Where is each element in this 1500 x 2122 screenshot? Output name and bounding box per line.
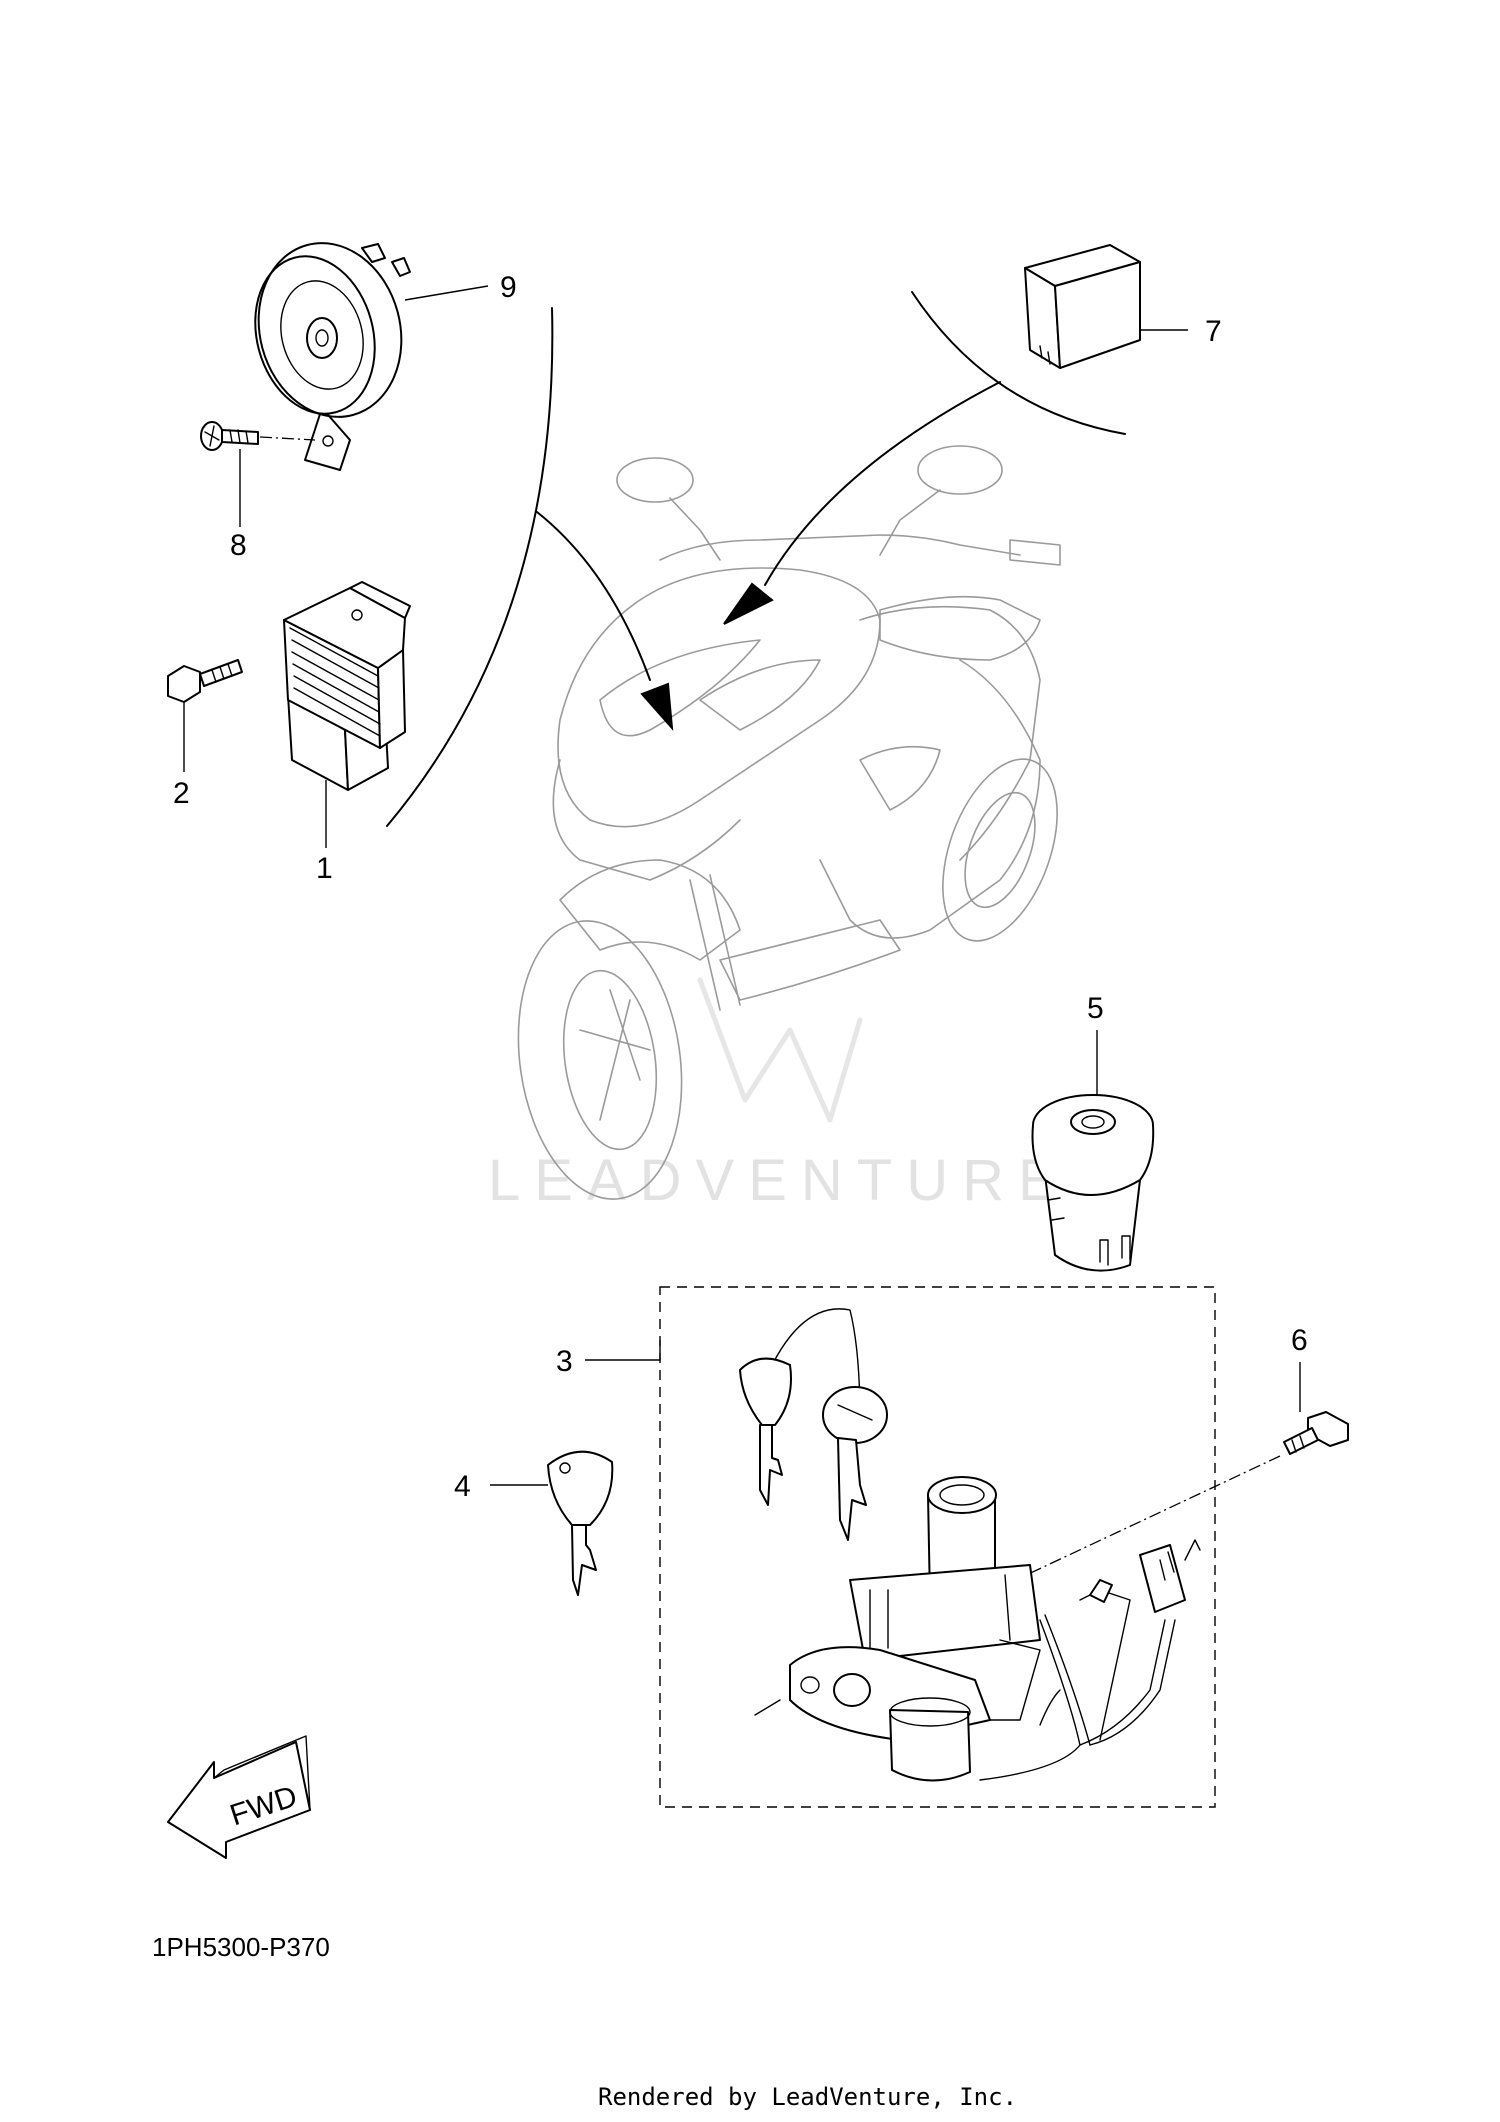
- spare-key: [547, 1450, 614, 1596]
- boundary-arc-left: [386, 307, 554, 827]
- boundary-arc-right: [911, 291, 1126, 435]
- relay: [1024, 244, 1141, 369]
- regulator-bolt: [167, 659, 243, 703]
- wire-harness: [979, 1539, 1201, 1781]
- callout-6: 6: [1291, 1324, 1308, 1357]
- callout-2: 2: [173, 777, 190, 810]
- ignition-switch: [754, 1476, 1041, 1782]
- kit-box: [659, 1286, 1216, 1808]
- rectifier-regulator: [283, 581, 411, 791]
- callout-9: 9: [500, 271, 517, 304]
- key-set: [739, 1308, 888, 1541]
- watermark-text: LEADVENTURE: [488, 1148, 1071, 1213]
- horn-screw: [200, 421, 316, 451]
- scooter-outline: [517, 445, 1061, 1200]
- watermark: LEADVENTURE: [488, 977, 1071, 1213]
- diagram-code: 1PH5300-P370: [152, 1932, 330, 1962]
- ignition-screw: [1004, 1411, 1349, 1586]
- horn: [254, 242, 411, 471]
- callout-5: 5: [1087, 992, 1104, 1025]
- callout-4: 4: [454, 1470, 471, 1503]
- callout-1: 1: [316, 852, 333, 885]
- callout-8: 8: [230, 529, 247, 562]
- ignition-cap: [1031, 1094, 1155, 1272]
- footer-credit: Rendered by LeadVenture, Inc.: [598, 2083, 1017, 2111]
- arrow-to-cowl-top: [723, 381, 1001, 625]
- leader-9: [404, 285, 489, 301]
- fwd-arrow: FWD: [167, 1735, 311, 1859]
- callout-7: 7: [1205, 315, 1222, 348]
- arrow-to-cowl-left: [536, 511, 674, 731]
- callout-3: 3: [556, 1345, 573, 1378]
- leader-3: [585, 1340, 661, 1361]
